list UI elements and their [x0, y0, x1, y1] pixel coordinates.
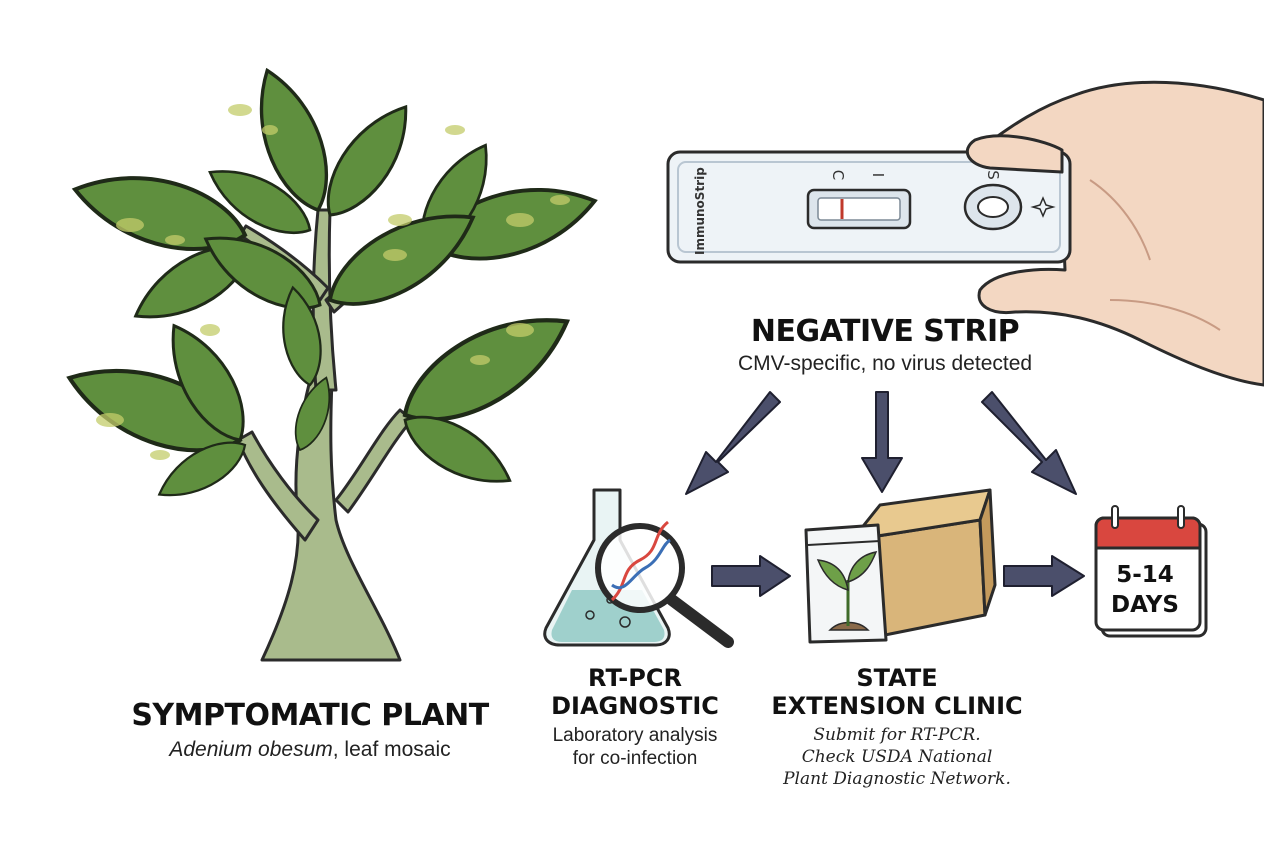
clinic-note-line1: Submit for RT-PCR. [813, 725, 981, 745]
magnifier-handle [666, 594, 734, 648]
calendar-icon [1094, 505, 1208, 638]
turnaround-days-range: 5-14 [1116, 562, 1174, 588]
magnifier-lens [595, 523, 685, 613]
sparkle-icon [1030, 196, 1056, 218]
negative-strip-title: NEGATIVE STRIP [750, 314, 1020, 349]
strip-mark-c: C [829, 170, 847, 180]
leaf [309, 91, 427, 231]
plant-symptom: , leaf mosaic [332, 738, 451, 761]
clinic-title-line2: EXTENSION CLINIC [771, 692, 1023, 720]
strip-mark-s: S [984, 170, 1002, 180]
plant-species: Adenium obesum [169, 738, 333, 761]
hand-illustration [977, 80, 1264, 387]
flow-arrows [685, 391, 1085, 597]
rtpcr-sub-line2: for co-infection [572, 748, 698, 769]
hand-holding-strip [977, 80, 1264, 387]
strip-mark-t: I [869, 173, 887, 177]
rtpcr-label: RT-PCR DIAGNOSTIC Laboratory analysis fo… [530, 664, 740, 770]
plant-subtitle: Adenium obesum, leaf mosaic [120, 737, 500, 762]
arrow-to-clinic [861, 391, 903, 493]
clinic-label: STATE EXTENSION CLINIC Submit for RT-PCR… [762, 664, 1032, 790]
turnaround-days-unit: DAYS [1111, 592, 1179, 618]
rtpcr-title-line1: RT-PCR [588, 664, 682, 692]
rtpcr-title-line2: DIAGNOSTIC [551, 692, 719, 720]
symptomatic-plant-label: SYMPTOMATIC PLANT Adenium obesum, leaf m… [120, 698, 500, 762]
arrow-to-calendar [981, 391, 1077, 495]
turnaround-label: 5-14 DAYS [1100, 560, 1190, 620]
sample-bag-and-box-icon [804, 488, 997, 644]
arrow-to-rtpcr [685, 391, 781, 495]
symptomatic-plant-illustration [58, 59, 605, 662]
lab-flask-magnifier-icon [543, 488, 734, 648]
negative-strip-label: NEGATIVE STRIP CMV-specific, no virus de… [690, 314, 1080, 376]
clinic-note-line2: Check USDA National [801, 747, 993, 767]
rtpcr-sub-line1: Laboratory analysis [552, 725, 718, 746]
clinic-note-line3: Plant Diagnostic Network. [783, 769, 1011, 789]
plant-title: SYMPTOMATIC PLANT [131, 698, 489, 733]
arrow-rtpcr-to-clinic [711, 555, 791, 597]
arrow-clinic-to-calendar [1003, 555, 1085, 597]
clinic-title-line1: STATE [856, 664, 938, 692]
strip-brand-label: ImmunoStrip [693, 167, 707, 255]
leaf-mosaic-spots [96, 104, 570, 460]
immunostrip-test-card: ImmunoStrip C I S [666, 150, 1072, 264]
thumb-illustration [965, 134, 1064, 174]
negative-strip-subtitle: CMV-specific, no virus detected [737, 352, 1033, 375]
